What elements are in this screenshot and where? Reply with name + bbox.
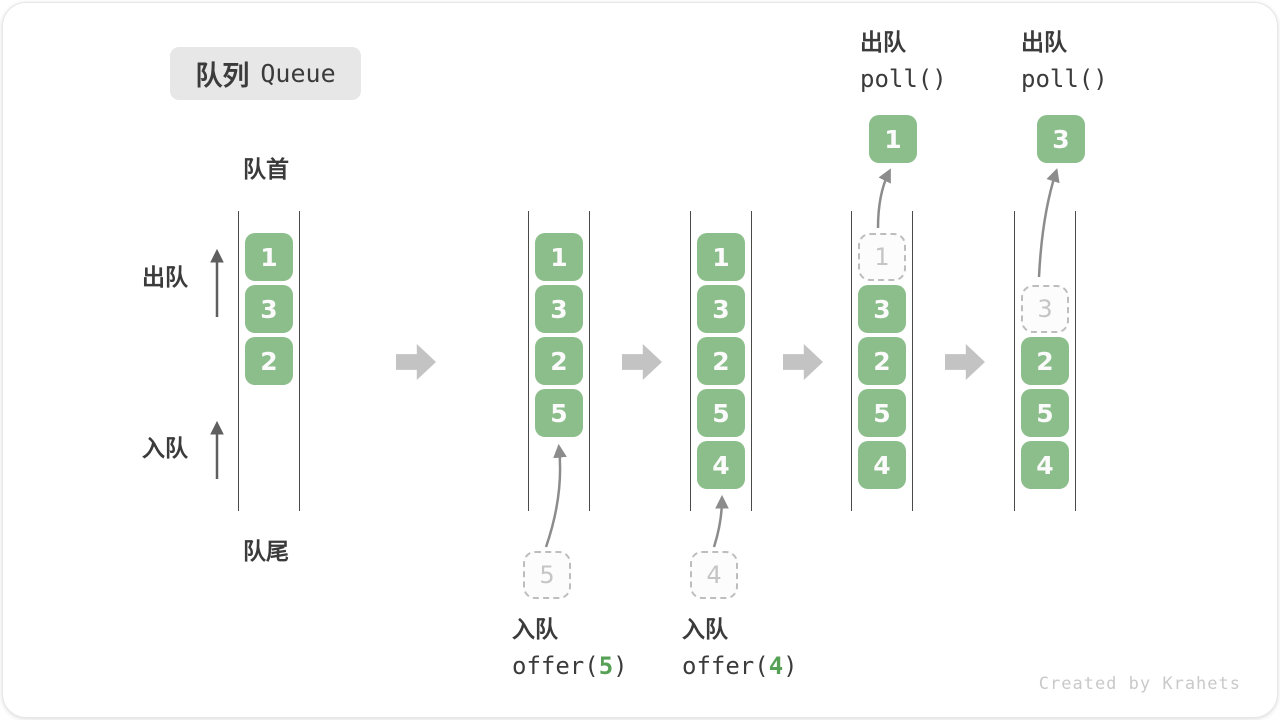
queue-item: 5 xyxy=(858,389,906,437)
queue-item: 3 xyxy=(535,285,583,333)
queue-item: 1 xyxy=(697,233,745,281)
queue-item: 3 xyxy=(697,285,745,333)
title-badge: 队列 Queue xyxy=(170,47,361,100)
pending-enqueue-item: 4 xyxy=(690,551,738,599)
queue-item: 4 xyxy=(858,441,906,489)
dequeue-op-2: 出队 poll() xyxy=(1021,30,1108,92)
queue-item: 5 xyxy=(535,389,583,437)
enqueue-op-2-cn: 入队 xyxy=(682,617,728,643)
queue-item-removed: 3 xyxy=(1021,285,1069,333)
dequeue-op-1-cn: 出队 xyxy=(860,30,906,56)
queue-item: 3 xyxy=(245,285,293,333)
queue-column xyxy=(851,211,913,511)
title-en: Queue xyxy=(260,59,336,88)
credit-text: Created by Krahets xyxy=(1038,674,1241,694)
dequeue-op-2-cn: 出队 xyxy=(1021,30,1067,56)
enqueue-op-1-cn: 入队 xyxy=(512,617,558,643)
polled-item: 3 xyxy=(1037,115,1085,163)
title-cn: 队列 xyxy=(195,61,250,92)
enqueue-op-2: 入队 offer(4) xyxy=(682,617,798,679)
enqueue-side-label: 入队 xyxy=(142,436,188,462)
queue-column xyxy=(528,211,590,511)
dequeue-op-2-code: poll() xyxy=(1021,65,1108,93)
enqueue-op-1-code: offer(5) xyxy=(512,652,628,680)
queue-item: 2 xyxy=(858,337,906,385)
queue-column xyxy=(690,211,752,511)
queue-front-label: 队首 xyxy=(243,157,289,183)
queue-item: 5 xyxy=(1021,389,1069,437)
dequeue-op-1-code: poll() xyxy=(860,65,947,93)
queue-item: 2 xyxy=(697,337,745,385)
queue-item: 4 xyxy=(697,441,745,489)
enqueue-op-2-code: offer(4) xyxy=(682,652,798,680)
queue-column xyxy=(238,211,300,511)
queue-item: 1 xyxy=(245,233,293,281)
queue-rear-label: 队尾 xyxy=(243,539,289,565)
pending-enqueue-item: 5 xyxy=(523,551,571,599)
enqueue-op-1: 入队 offer(5) xyxy=(512,617,628,679)
enqueue-arg: 5 xyxy=(598,652,614,680)
queue-column xyxy=(1014,211,1076,511)
queue-item: 4 xyxy=(1021,441,1069,489)
dequeue-op-1: 出队 poll() xyxy=(860,30,947,92)
queue-item: 2 xyxy=(245,337,293,385)
queue-item: 5 xyxy=(697,389,745,437)
queue-item: 2 xyxy=(535,337,583,385)
queue-item-removed: 1 xyxy=(858,233,906,281)
polled-item: 1 xyxy=(869,115,917,163)
dequeue-side-label: 出队 xyxy=(142,265,188,291)
queue-item: 2 xyxy=(1021,337,1069,385)
enqueue-arg: 4 xyxy=(768,652,784,680)
queue-item: 3 xyxy=(858,285,906,333)
queue-item: 1 xyxy=(535,233,583,281)
